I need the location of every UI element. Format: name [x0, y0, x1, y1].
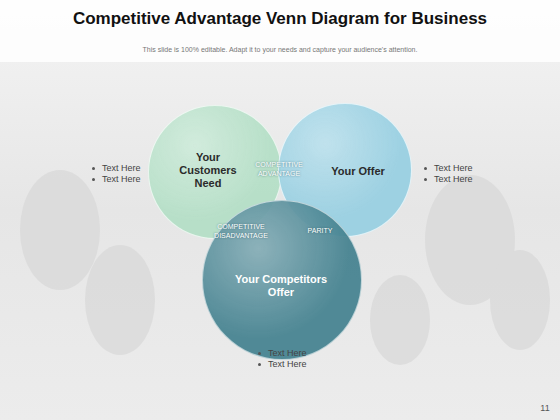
slide-title: Competitive Advantage Venn Diagram for B…: [0, 9, 560, 29]
region-label: COMPETITIVE ADVANTAGE: [249, 160, 309, 178]
bullet-text: Text Here: [102, 174, 141, 185]
bullet-dot: [92, 178, 95, 181]
bullet-dot: [92, 167, 95, 170]
page-number: 11: [540, 403, 549, 414]
bullet-dot: [258, 352, 261, 355]
region-label: PARITY: [295, 226, 345, 235]
bullet-dot: [424, 178, 427, 181]
bullet-text: Text Here: [268, 359, 307, 370]
bullet-dot: [424, 167, 427, 170]
region-label: COMPETITIVE DISADVANTAGE: [206, 222, 276, 240]
bullet-text: Text Here: [268, 348, 307, 359]
circle-label: Your Offer: [323, 165, 393, 178]
subtitle: This slide is 100% editable. Adapt it to…: [20, 45, 540, 54]
circle-label: Your Competitors Offer: [221, 273, 341, 299]
bullet-text: Text Here: [434, 163, 473, 174]
bullet-text: Text Here: [434, 174, 473, 185]
circle-label: Your Customers Need: [168, 151, 248, 190]
bullet-text: Text Here: [102, 163, 141, 174]
bullet-dot: [258, 363, 261, 366]
